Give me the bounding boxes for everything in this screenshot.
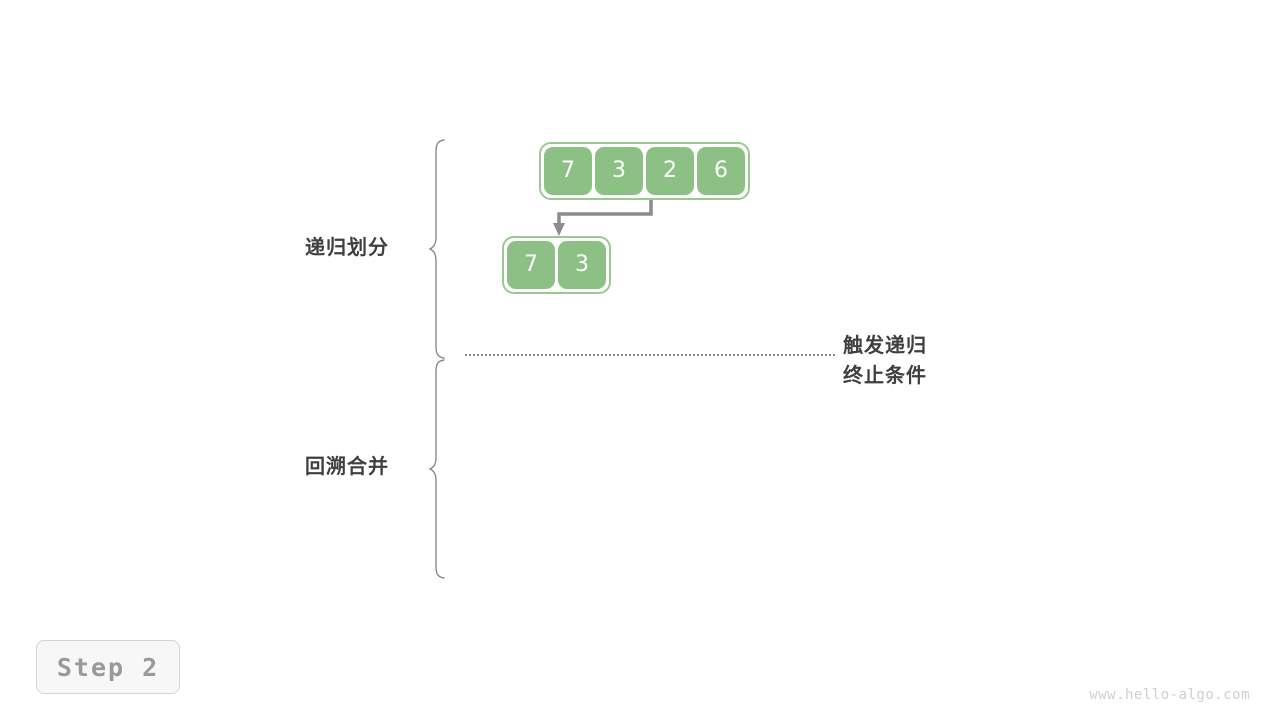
brace-divide — [428, 139, 445, 359]
step-badge: Step 2 — [36, 640, 180, 694]
split-arrow-icon — [553, 200, 653, 236]
array-cell: 3 — [558, 241, 606, 289]
array-cell: 2 — [646, 147, 694, 195]
watermark: www.hello-algo.com — [1089, 687, 1250, 703]
array-cell: 6 — [697, 147, 745, 195]
brace-merge — [428, 359, 445, 579]
terminate-note-line-2: 终止条件 — [843, 365, 927, 387]
array-left-subarray: 7 3 — [502, 236, 611, 294]
array-cell: 7 — [507, 241, 555, 289]
array-original: 7 3 2 6 — [539, 142, 750, 200]
array-cell: 7 — [544, 147, 592, 195]
section-label-merge: 回溯合并 — [305, 456, 389, 478]
terminate-note-line-1: 触发递归 — [843, 335, 927, 357]
recursion-terminate-note: 触发递归 终止条件 — [843, 331, 927, 391]
recursion-terminate-divider — [465, 354, 835, 358]
array-cell: 3 — [595, 147, 643, 195]
section-label-divide: 递归划分 — [305, 237, 389, 259]
